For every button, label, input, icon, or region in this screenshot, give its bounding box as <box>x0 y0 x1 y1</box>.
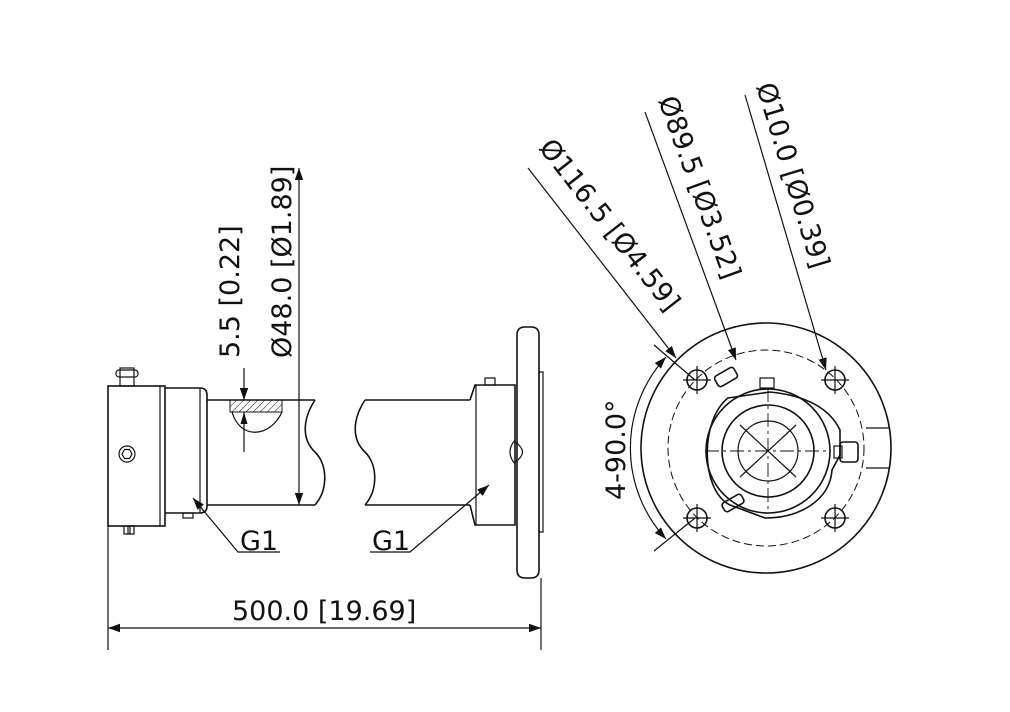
top-knob <box>115 367 139 387</box>
flange-outer-circle <box>640 322 892 574</box>
thread-left-label: G1 <box>240 526 278 557</box>
recess-depth-label: 5.5 [0.22] <box>215 225 246 358</box>
thread-right-label: G1 <box>372 526 410 557</box>
angle-arc <box>629 356 667 540</box>
pipe-right <box>354 399 470 506</box>
recess-hatch <box>229 399 283 413</box>
end-view <box>527 94 892 574</box>
pipe-left <box>207 399 326 506</box>
bolt-circle <box>667 349 865 547</box>
flange-plate <box>516 326 540 579</box>
collar <box>165 387 208 514</box>
hole-angle-label: 4-90.0° <box>601 399 632 500</box>
pipe-diameter-label: Ø48.0 [Ø1.89] <box>267 166 298 358</box>
overall-length-label: 500.0 [19.69] <box>232 596 416 627</box>
hole-dia-label: Ø10.0 [Ø0.39] <box>749 79 835 272</box>
side-view <box>107 168 544 650</box>
bolt-circle-dia-label: Ø89.5 [Ø3.52] <box>651 92 746 283</box>
hex-screw-icon <box>118 445 136 463</box>
inner-collar <box>706 391 841 519</box>
mounting-holes <box>683 366 849 532</box>
mount-block <box>107 385 166 527</box>
